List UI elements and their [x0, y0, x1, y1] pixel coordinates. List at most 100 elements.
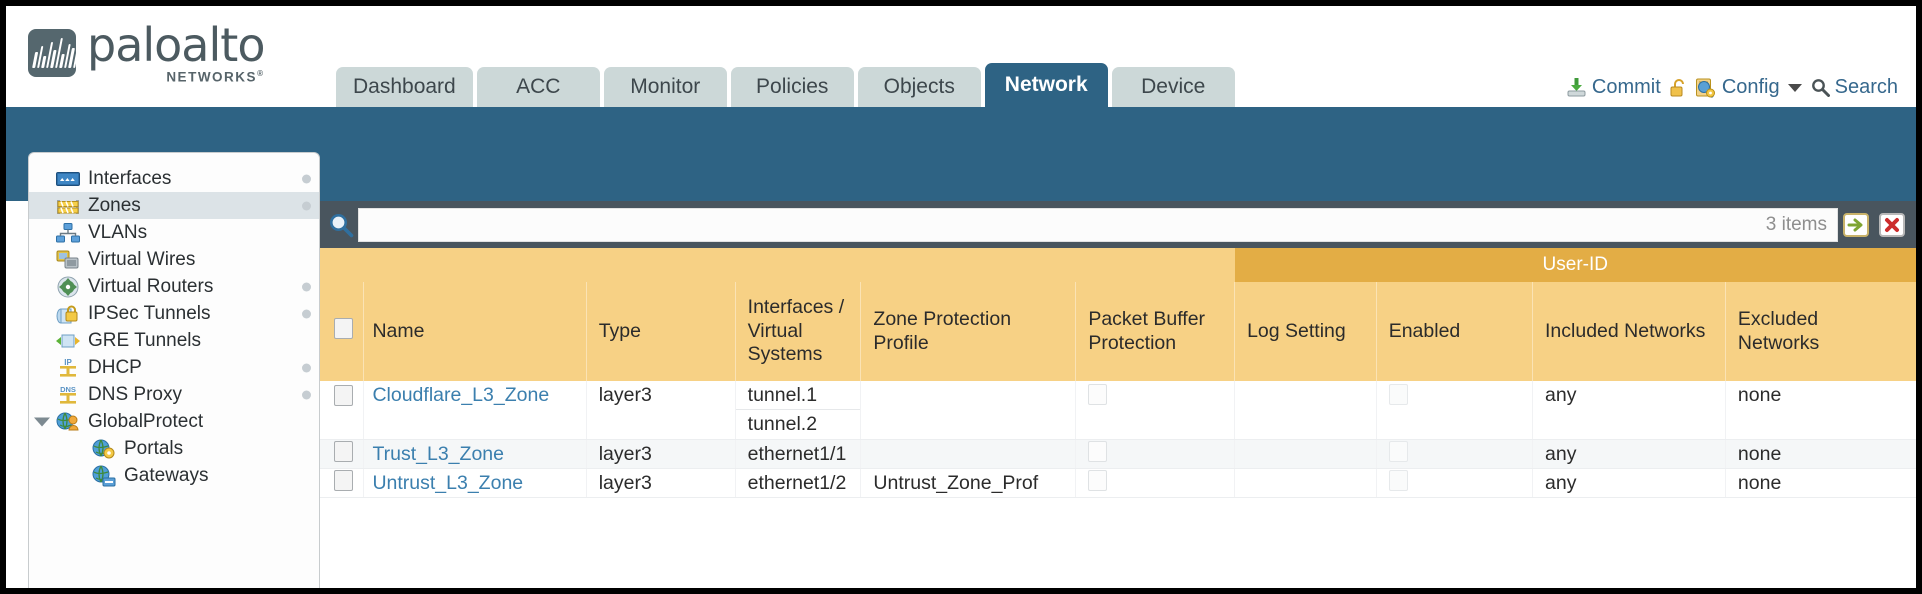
- sidebar-item-vlans[interactable]: VLANs: [29, 219, 319, 246]
- tab-device[interactable]: Device: [1111, 67, 1235, 107]
- cell-interfaces: tunnel.1 tunnel.2: [734, 381, 861, 440]
- config-menu-button[interactable]: Config: [1695, 76, 1802, 99]
- table-row[interactable]: Trust_L3_Zone layer3 ethernet1/1 any: [320, 439, 1916, 469]
- svg-text:DNS: DNS: [60, 385, 76, 394]
- group-header-filler: [320, 248, 1235, 282]
- cell-name[interactable]: Untrust_L3_Zone: [363, 468, 587, 498]
- collapse-dot: [302, 390, 311, 399]
- column-header-packet-buffer-protection[interactable]: Packet Buffer Protection: [1075, 282, 1235, 381]
- column-header-excluded-networks[interactable]: Excluded Networks: [1724, 282, 1916, 381]
- column-header-interfaces-virtual-systems[interactable]: Interfaces / Virtual Systems: [734, 282, 861, 381]
- userid-enabled-checkbox[interactable]: [1388, 469, 1408, 491]
- brand-name: paloalto: [87, 18, 265, 72]
- userid-enabled-checkbox[interactable]: [1388, 440, 1408, 462]
- search-icon[interactable]: [324, 212, 358, 238]
- userid-enabled-checkbox[interactable]: [1388, 384, 1408, 405]
- select-all-checkbox[interactable]: [334, 317, 353, 339]
- sidebar-item-label: VLANs: [88, 221, 148, 243]
- search-button[interactable]: Search: [1811, 76, 1898, 99]
- sidebar-item-portals[interactable]: Portals: [29, 435, 319, 462]
- table-row[interactable]: Untrust_L3_Zone layer3 ethernet1/2 Untru…: [320, 468, 1916, 498]
- collapse-dot: [302, 363, 311, 372]
- table-group-header-row: User-ID: [320, 248, 1916, 282]
- commit-label: Commit: [1591, 76, 1661, 98]
- commit-icon: [1566, 77, 1587, 98]
- zones-icon: [55, 195, 80, 216]
- column-header-included-networks[interactable]: Included Networks: [1532, 282, 1726, 381]
- tab-network[interactable]: Network: [984, 63, 1108, 107]
- sidebar-item-virtual-wires[interactable]: Virtual Wires: [29, 246, 319, 273]
- column-header-enabled[interactable]: Enabled: [1375, 282, 1533, 381]
- column-header-log-setting[interactable]: Log Setting: [1234, 282, 1377, 381]
- clear-filter-icon[interactable]: [1874, 212, 1910, 238]
- sidebar-item-virtual-routers[interactable]: Virtual Routers: [29, 273, 319, 300]
- cell-excluded-networks: none: [1724, 439, 1916, 469]
- sidebar-item-label: Virtual Wires: [88, 248, 196, 270]
- top-actions: Commit: [1566, 76, 1898, 99]
- search-input[interactable]: 3 items: [358, 207, 1838, 242]
- gateways-icon: [91, 465, 116, 486]
- virtual-wires-icon: [55, 249, 80, 270]
- tab-policies[interactable]: Policies: [730, 67, 854, 107]
- sidebar-item-dhcp[interactable]: IP DHCP: [29, 354, 319, 381]
- row-select-cell[interactable]: [320, 381, 364, 440]
- column-header-zone-protection-profile[interactable]: Zone Protection Profile: [860, 282, 1076, 381]
- collapse-dot: [302, 201, 311, 210]
- sidebar-item-dns-proxy[interactable]: DNS DNS Proxy: [29, 381, 319, 408]
- cell-userid-enabled[interactable]: [1375, 439, 1533, 469]
- interface-item: tunnel.2: [747, 413, 818, 435]
- vlans-icon: [55, 222, 80, 243]
- row-select-cell[interactable]: [320, 439, 364, 469]
- item-count-label: 3 items: [1765, 213, 1827, 235]
- cell-name[interactable]: Cloudflare_L3_Zone: [363, 381, 587, 440]
- sidebar-item-zones[interactable]: Zones: [29, 192, 319, 219]
- chevron-down-icon[interactable]: [34, 417, 50, 426]
- sidebar-item-gre-tunnels[interactable]: GRE Tunnels: [29, 327, 319, 354]
- sidebar-item-interfaces[interactable]: Interfaces: [29, 165, 319, 192]
- cell-packet-buffer-protection[interactable]: [1075, 468, 1235, 498]
- cell-packet-buffer-protection[interactable]: [1075, 381, 1235, 440]
- collapse-dot: [302, 282, 311, 291]
- tab-objects[interactable]: Objects: [857, 67, 981, 107]
- collapse-dot: [302, 174, 311, 183]
- cell-packet-buffer-protection[interactable]: [1075, 439, 1235, 469]
- table-row[interactable]: Cloudflare_L3_Zone layer3 tunnel.1 tunne…: [320, 381, 1916, 440]
- sidebar-item-globalprotect[interactable]: GlobalProtect: [29, 408, 319, 435]
- commit-button[interactable]: Commit: [1566, 76, 1661, 99]
- top-header-bar: paloalto NETWORKS® Dashboard ACC Monitor…: [6, 6, 1916, 107]
- packet-buffer-protection-checkbox[interactable]: [1088, 384, 1108, 405]
- cell-included-networks: any: [1532, 381, 1726, 440]
- cell-type: layer3: [585, 439, 736, 469]
- row-select-cell[interactable]: [320, 468, 364, 498]
- row-checkbox[interactable]: [334, 469, 353, 491]
- zone-name-link[interactable]: Untrust_L3_Zone: [372, 471, 524, 494]
- row-checkbox[interactable]: [334, 440, 353, 462]
- column-header-type[interactable]: Type: [585, 282, 736, 381]
- tab-monitor[interactable]: Monitor: [603, 67, 727, 107]
- column-header-name[interactable]: Name: [363, 282, 587, 381]
- packet-buffer-protection-checkbox[interactable]: [1088, 440, 1108, 462]
- packet-buffer-protection-checkbox[interactable]: [1088, 469, 1108, 491]
- group-header-userid: User-ID: [1234, 248, 1916, 282]
- cell-userid-enabled[interactable]: [1375, 468, 1533, 498]
- config-icon: [1695, 78, 1717, 98]
- collapse-dot: [302, 309, 311, 318]
- main-navigation-tabs: Dashboard ACC Monitor Policies Objects N…: [336, 63, 1235, 107]
- apply-filter-icon[interactable]: [1838, 212, 1874, 238]
- zone-name-link[interactable]: Cloudflare_L3_Zone: [372, 384, 550, 406]
- cell-zone-protection-profile: Untrust_Zone_Prof: [860, 468, 1076, 498]
- sidebar-item-gateways[interactable]: Gateways: [29, 462, 319, 489]
- row-checkbox[interactable]: [334, 385, 353, 406]
- sidebar-item-label: DNS Proxy: [88, 383, 182, 405]
- network-sidebar: Interfaces Zones: [28, 152, 320, 588]
- tab-dashboard[interactable]: Dashboard: [336, 67, 473, 107]
- unlock-button[interactable]: [1670, 78, 1687, 98]
- select-all-header[interactable]: [320, 282, 364, 381]
- sidebar-item-ipsec-tunnels[interactable]: IPSec Tunnels: [29, 300, 319, 327]
- tab-acc[interactable]: ACC: [476, 67, 600, 107]
- cell-name[interactable]: Trust_L3_Zone: [363, 439, 587, 469]
- lock-icon: [1670, 78, 1687, 98]
- zone-name-link[interactable]: Trust_L3_Zone: [372, 442, 504, 465]
- cell-userid-enabled[interactable]: [1375, 381, 1533, 440]
